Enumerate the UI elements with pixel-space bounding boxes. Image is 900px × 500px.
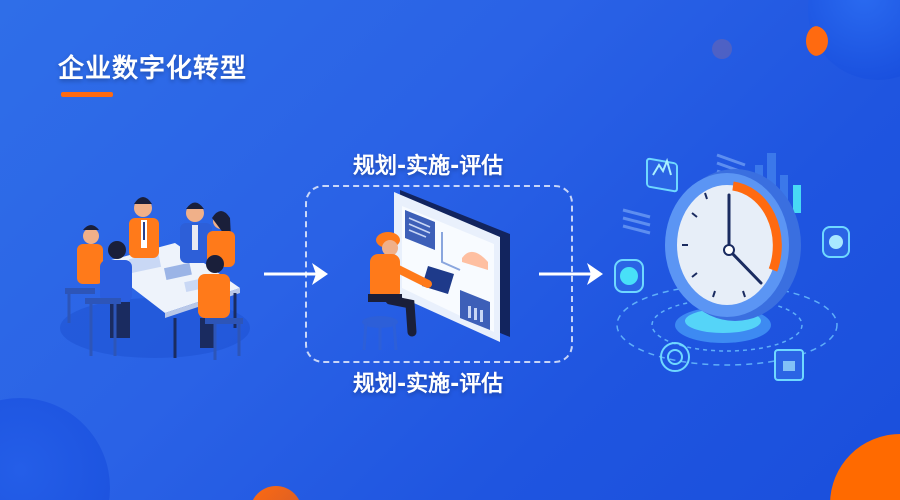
arrow-right-icon: [537, 261, 603, 291]
decorative-circle-orange-bottom: [250, 486, 302, 500]
process-label-bottom: 规划-实施-评估: [353, 372, 504, 397]
decorative-crescent-orange: [806, 26, 828, 56]
worker-at-dashboard-illustration: [350, 182, 520, 352]
title-underline: [61, 92, 113, 97]
efficiency-clock-illustration: [605, 135, 850, 390]
decorative-dot: [712, 39, 732, 59]
decorative-circle-orange-bottom-right: [830, 434, 900, 500]
arrow-right-icon: [262, 261, 328, 291]
team-meeting-illustration: [55, 178, 255, 368]
decorative-circle-bottom-left: [0, 398, 110, 500]
process-label-top: 规划-实施-评估: [353, 154, 504, 179]
page-title: 企业数字化转型: [58, 54, 248, 84]
